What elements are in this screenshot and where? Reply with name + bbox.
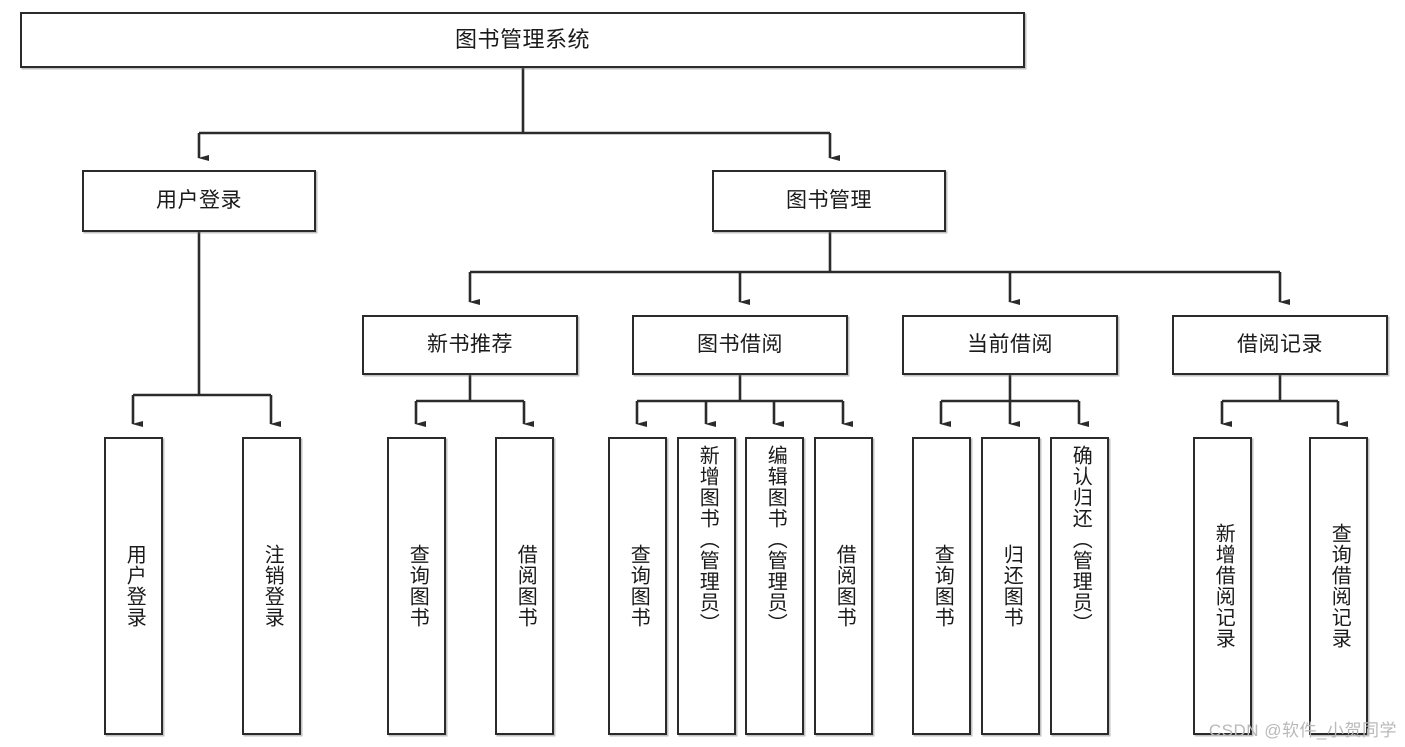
node-label: 查询图书 <box>406 544 429 628</box>
leaf-records-add-record[interactable]: 新增借阅记录 <box>1193 437 1252 735</box>
node-borrow-records[interactable]: 借阅记录 <box>1172 315 1388 375</box>
node-current-borrow[interactable]: 当前借阅 <box>902 315 1118 375</box>
node-user-login[interactable]: 用户登录 <box>82 170 316 232</box>
node-label: 图书借阅 <box>697 332 783 356</box>
node-label: 新增借阅记录 <box>1212 523 1235 649</box>
leaf-current-confirm-return[interactable]: 确认归还（管理员） <box>1050 437 1109 735</box>
node-label: 查询借阅记录 <box>1328 523 1351 649</box>
node-label: 查询图书 <box>931 544 954 628</box>
node-label: 借阅图书 <box>514 544 537 628</box>
node-label: 借阅图书 <box>833 544 856 628</box>
leaf-current-query-book[interactable]: 查询图书 <box>912 437 971 735</box>
node-label: 查询图书 <box>627 544 650 628</box>
node-label: 新增图书（管理员） <box>696 445 719 634</box>
leaf-records-query-record[interactable]: 查询借阅记录 <box>1309 437 1368 735</box>
leaf-borrow-edit-book[interactable]: 编辑图书（管理员） <box>745 437 804 735</box>
leaf-recommend-query-book[interactable]: 查询图书 <box>387 437 446 735</box>
node-label: 确认归还（管理员） <box>1069 445 1092 634</box>
leaf-borrow-query-book[interactable]: 查询图书 <box>608 437 667 735</box>
node-label: 注销登录 <box>261 544 284 628</box>
watermark-text: CSDN @软件_小贺同学 <box>1208 721 1397 740</box>
node-book-borrow[interactable]: 图书借阅 <box>632 315 848 375</box>
node-label: 编辑图书（管理员） <box>764 445 787 634</box>
node-root-system[interactable]: 图书管理系统 <box>20 12 1025 68</box>
node-new-book-recommend[interactable]: 新书推荐 <box>362 315 578 375</box>
node-label: 新书推荐 <box>427 332 513 356</box>
node-label: 图书管理系统 <box>454 27 590 53</box>
leaf-user-login[interactable]: 用户登录 <box>104 437 163 735</box>
node-label: 图书管理 <box>786 188 872 212</box>
node-label: 归还图书 <box>1000 544 1023 628</box>
leaf-borrow-add-book[interactable]: 新增图书（管理员） <box>677 437 736 735</box>
node-label: 借阅记录 <box>1237 332 1323 356</box>
node-label: 用户登录 <box>123 544 146 628</box>
node-label: 当前借阅 <box>967 332 1053 356</box>
leaf-current-return-book[interactable]: 归还图书 <box>981 437 1040 735</box>
node-book-management[interactable]: 图书管理 <box>712 170 946 232</box>
leaf-recommend-borrow-book[interactable]: 借阅图书 <box>495 437 554 735</box>
node-label: 用户登录 <box>156 188 242 212</box>
leaf-borrow-borrow-book[interactable]: 借阅图书 <box>814 437 873 735</box>
leaf-user-logout[interactable]: 注销登录 <box>242 437 301 735</box>
